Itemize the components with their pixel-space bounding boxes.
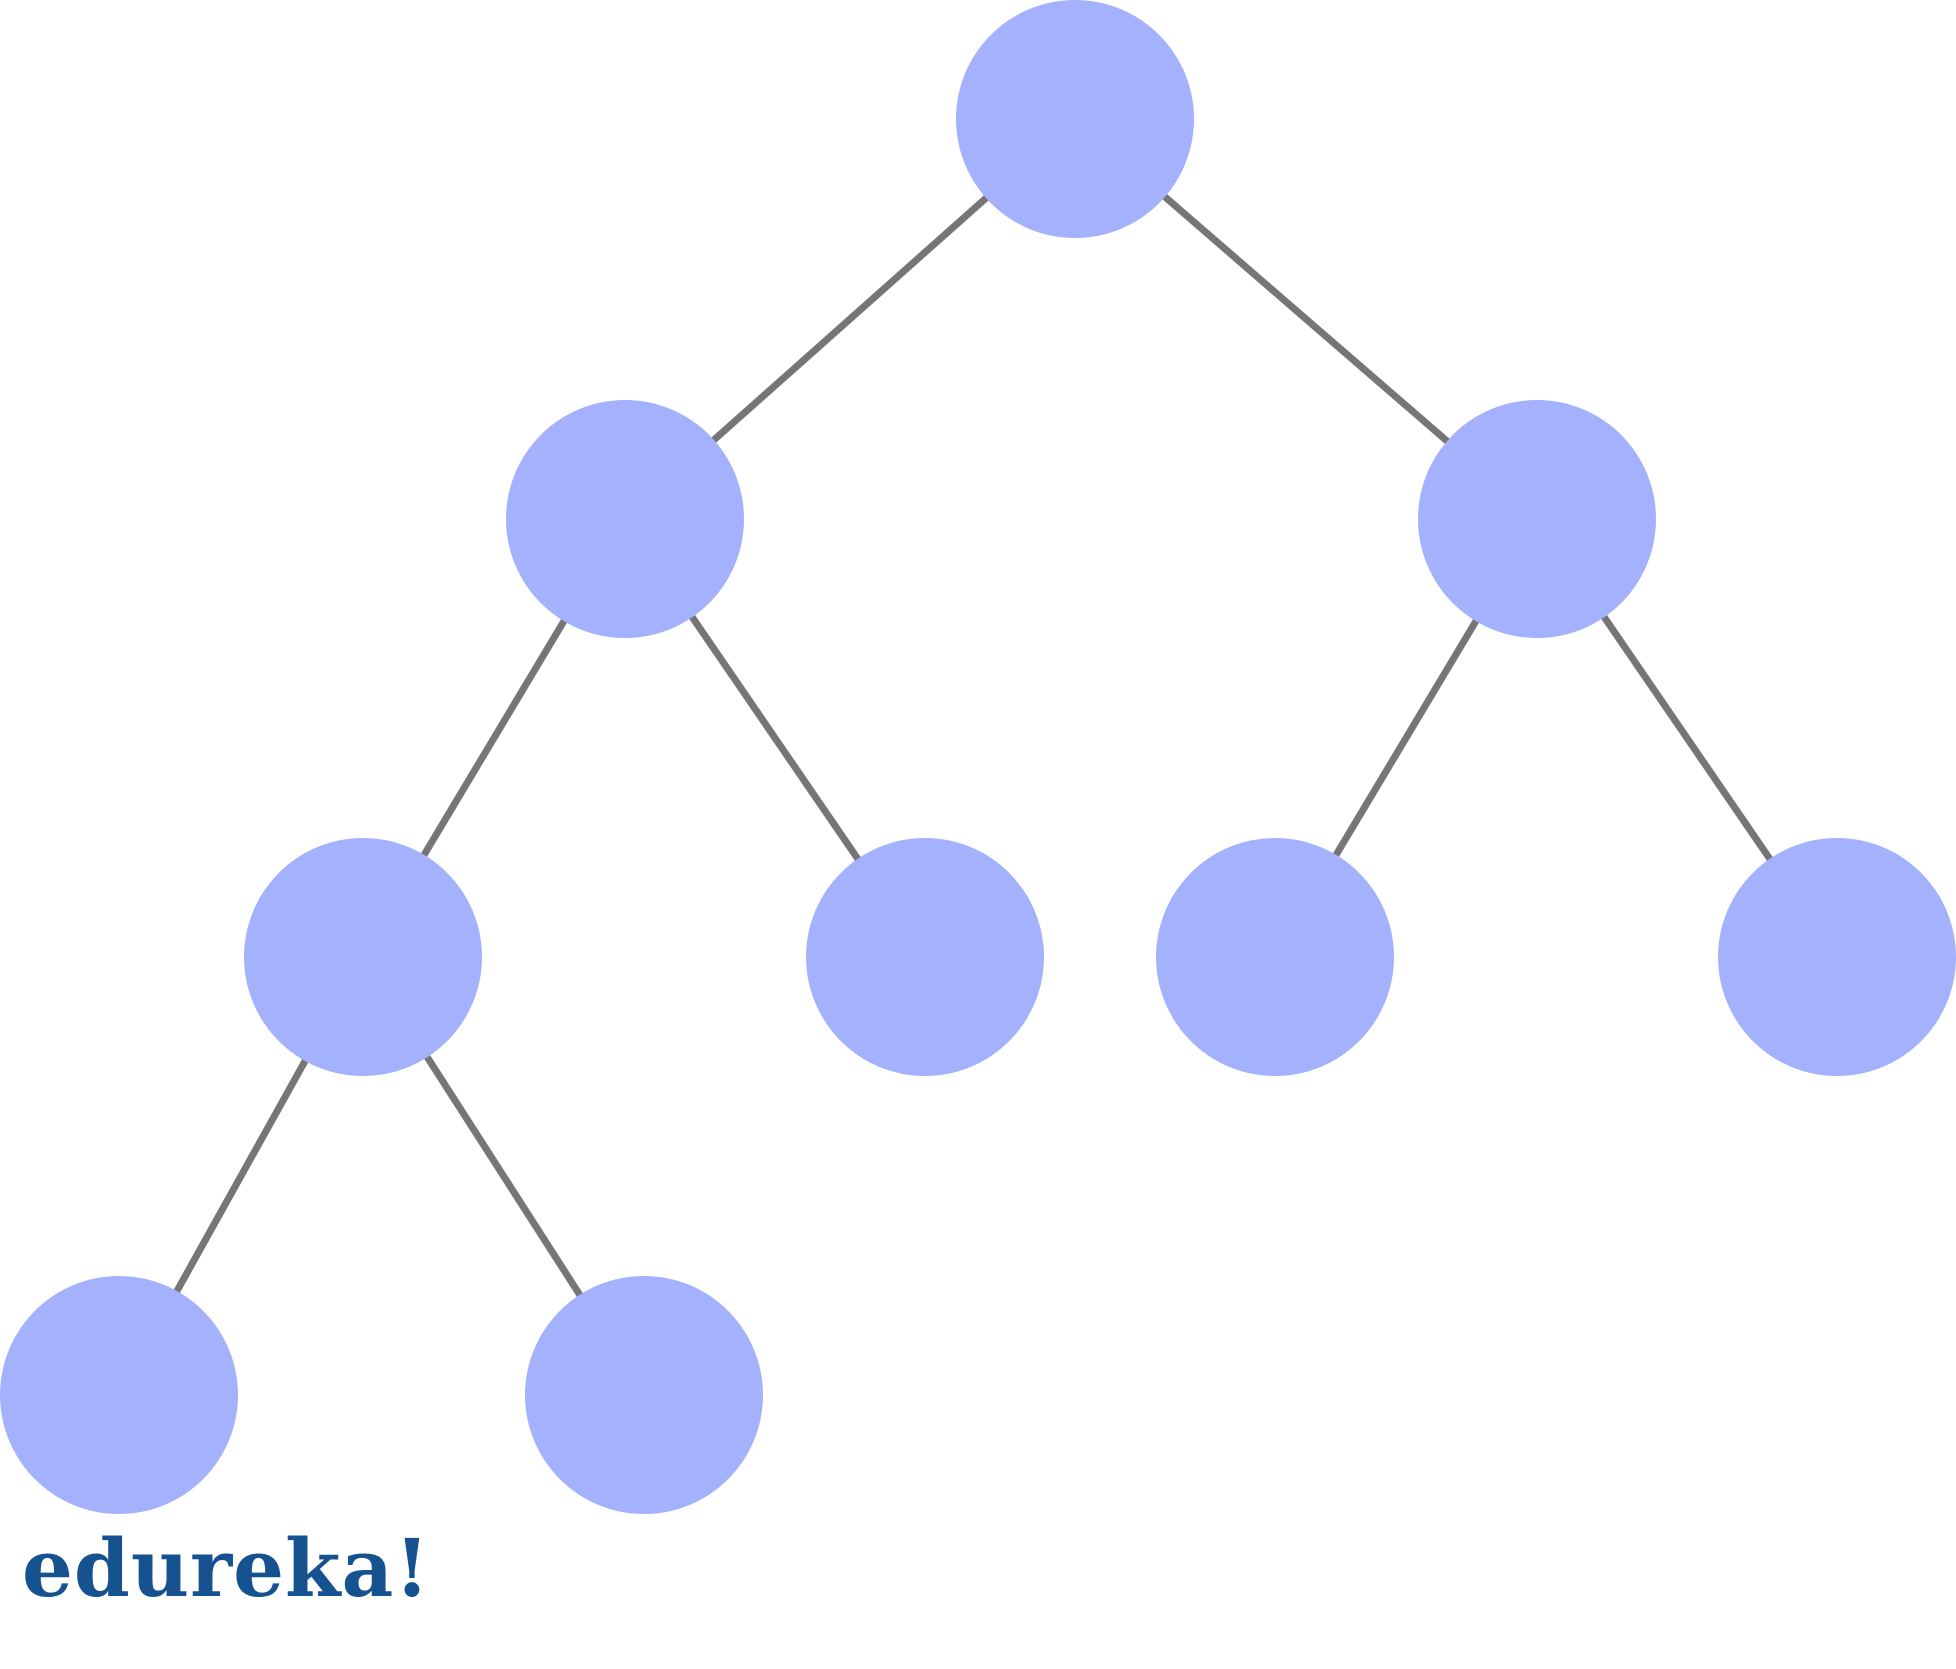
tree-node-n8 <box>525 1276 763 1514</box>
tree-node-n7 <box>0 1276 238 1514</box>
tree-nodes <box>0 0 1956 1514</box>
tree-node-n4 <box>806 838 1044 1076</box>
tree-node-n1 <box>506 400 744 638</box>
tree-node-n6 <box>1718 838 1956 1076</box>
edureka-logo: edureka! <box>22 1521 431 1615</box>
tree-node-n5 <box>1156 838 1394 1076</box>
tree-node-n2 <box>1418 400 1656 638</box>
tree-node-n3 <box>244 838 482 1076</box>
tree-node-n0 <box>956 0 1194 238</box>
tree-edges <box>115 116 1840 1397</box>
